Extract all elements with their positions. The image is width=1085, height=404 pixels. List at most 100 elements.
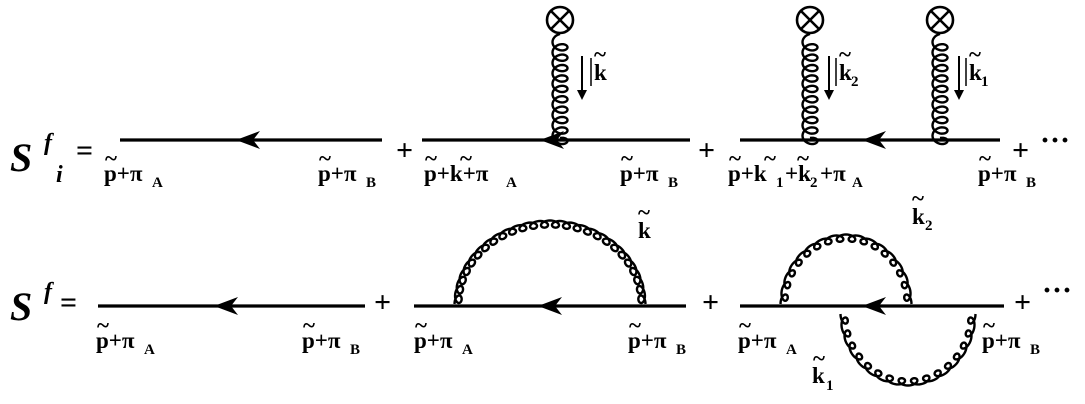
svg-text:B: B bbox=[1030, 342, 1040, 358]
svg-text:~: ~ bbox=[969, 42, 981, 67]
svg-text:2: 2 bbox=[925, 218, 933, 234]
left-momentum-label: p+k 1 +k 2 +π A ~ ~ ~ bbox=[728, 146, 863, 191]
svg-text:~: ~ bbox=[764, 146, 776, 171]
ellipsis: ··· bbox=[1042, 274, 1072, 307]
arrow-left-icon bbox=[236, 131, 260, 149]
left-momentum-label: p+π A ~ bbox=[96, 313, 155, 358]
gluon-momentum-label: k ~ bbox=[590, 42, 607, 86]
svg-text:~: ~ bbox=[839, 42, 851, 67]
gluon-loop-lower bbox=[839, 313, 977, 387]
svg-text:p+π: p+π bbox=[302, 328, 341, 353]
svg-text:~: ~ bbox=[813, 346, 825, 371]
svg-text:~: ~ bbox=[425, 146, 437, 171]
equation-row-1: S f i = p+π A ~ p+π B ~ + bbox=[10, 5, 1070, 191]
arrow-left-icon bbox=[538, 297, 562, 315]
circled-cross-icon bbox=[925, 5, 955, 35]
svg-text:A: A bbox=[786, 342, 797, 358]
left-momentum-label: p+π A ~ bbox=[738, 313, 797, 358]
svg-text:~: ~ bbox=[594, 42, 606, 67]
svg-text:1: 1 bbox=[981, 74, 989, 90]
svg-text:~: ~ bbox=[319, 146, 331, 171]
svg-text:p+k: p+k bbox=[728, 161, 767, 186]
svg-text:2: 2 bbox=[851, 74, 859, 90]
plus-sign: + bbox=[702, 286, 719, 319]
svg-text:A: A bbox=[152, 175, 163, 191]
gluon-loop bbox=[453, 219, 647, 305]
svg-text:k: k bbox=[912, 204, 925, 229]
svg-text:p+π: p+π bbox=[414, 328, 453, 353]
svg-text:~: ~ bbox=[105, 146, 117, 171]
svg-text:~: ~ bbox=[303, 313, 315, 338]
loop-momentum-label: k ~ bbox=[638, 200, 651, 243]
svg-text:p+π: p+π bbox=[982, 328, 1021, 353]
gluon-loop-upper bbox=[779, 233, 913, 305]
lhs-superscript: f bbox=[44, 279, 54, 305]
gluon-line bbox=[931, 32, 949, 146]
right-momentum-label: p+π B ~ bbox=[978, 146, 1036, 191]
gluon-momentum-label: k 1 ~ bbox=[965, 42, 989, 90]
arrow-down-icon bbox=[577, 56, 587, 100]
svg-text:k: k bbox=[812, 363, 825, 388]
svg-text:p+π: p+π bbox=[738, 328, 777, 353]
svg-text:1: 1 bbox=[826, 378, 834, 394]
arrow-down-icon bbox=[824, 56, 834, 100]
left-momentum-label: p+k+π A ~ ~ bbox=[424, 146, 517, 191]
lhs-superscript: f bbox=[44, 130, 54, 156]
right-momentum-label: p+π B ~ bbox=[620, 146, 678, 191]
loop-momentum-label: k 1 ~ bbox=[812, 346, 834, 394]
plus-sign: + bbox=[1014, 286, 1031, 319]
svg-text:~: ~ bbox=[983, 313, 995, 338]
svg-text:B: B bbox=[676, 342, 686, 358]
lhs-symbol: S bbox=[10, 284, 32, 329]
left-momentum-label: p+π A ~ bbox=[104, 146, 163, 191]
svg-text:k: k bbox=[969, 60, 982, 85]
svg-text:~: ~ bbox=[97, 313, 109, 338]
right-momentum-label: p+π B ~ bbox=[982, 313, 1040, 358]
arrow-left-icon bbox=[862, 131, 886, 149]
svg-text:k: k bbox=[839, 60, 852, 85]
svg-text:p+π: p+π bbox=[978, 161, 1017, 186]
right-momentum-label: p+π B ~ bbox=[628, 313, 686, 358]
ellipsis: ··· bbox=[1040, 124, 1070, 157]
svg-text:A: A bbox=[852, 175, 863, 191]
svg-text:+π: +π bbox=[820, 161, 846, 186]
svg-text:~: ~ bbox=[460, 146, 472, 171]
gluon-line bbox=[551, 32, 569, 146]
svg-text:2: 2 bbox=[810, 175, 818, 191]
svg-text:~: ~ bbox=[415, 313, 427, 338]
gluon-momentum-label: k 2 ~ bbox=[835, 42, 859, 90]
svg-text:A: A bbox=[462, 342, 473, 358]
plus-sign: + bbox=[374, 286, 391, 319]
svg-text:1: 1 bbox=[776, 175, 784, 191]
arrow-left-icon bbox=[214, 297, 238, 315]
svg-text:p+π: p+π bbox=[628, 328, 667, 353]
svg-text:~: ~ bbox=[797, 146, 809, 171]
propagator-term-two-gluons: k 2 ~ k 1 ~ p+k 1 +k 2 +π A ~ ~ ~ bbox=[728, 5, 1036, 191]
circled-cross-icon bbox=[545, 5, 575, 35]
plus-sign: + bbox=[396, 134, 413, 167]
svg-text:p+π: p+π bbox=[104, 161, 143, 186]
loop-momentum-label: k 2 ~ bbox=[912, 186, 933, 234]
left-momentum-label: p+π A ~ bbox=[414, 313, 473, 358]
right-momentum-label: p+π B ~ bbox=[318, 146, 376, 191]
svg-text:p+k+π: p+k+π bbox=[424, 161, 489, 186]
propagator-term-crossed-loops: k 2 ~ k 1 ~ p+π A ~ p+π B ~ bbox=[738, 186, 1040, 394]
plus-sign: + bbox=[1012, 134, 1029, 167]
svg-text:B: B bbox=[1026, 175, 1036, 191]
svg-text:B: B bbox=[350, 342, 360, 358]
svg-text:k: k bbox=[594, 60, 607, 85]
svg-text:k: k bbox=[638, 218, 651, 243]
svg-text:~: ~ bbox=[629, 313, 641, 338]
plus-sign: + bbox=[698, 134, 715, 167]
equals-sign: = bbox=[60, 286, 77, 319]
right-momentum-label: p+π B ~ bbox=[302, 313, 360, 358]
gluon-line bbox=[801, 32, 819, 146]
svg-text:+k: +k bbox=[785, 161, 811, 186]
arrow-down-icon bbox=[954, 56, 964, 100]
circled-cross-icon bbox=[795, 5, 825, 35]
lhs-symbol: S bbox=[10, 135, 32, 180]
svg-text:~: ~ bbox=[979, 146, 991, 171]
equation-row-2: S f = p+π A ~ p+π B ~ + k bbox=[10, 186, 1072, 394]
arrow-left-icon bbox=[540, 131, 564, 149]
